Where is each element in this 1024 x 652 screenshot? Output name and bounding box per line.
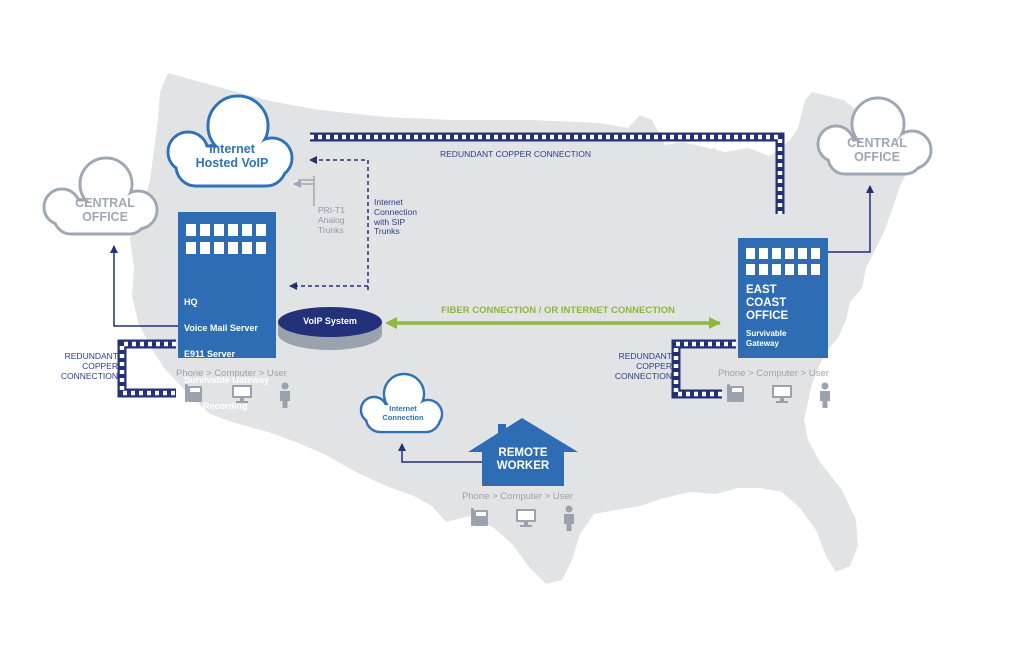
sip-trunk-arrow-top	[309, 156, 369, 290]
internet-hosted-voip-label: Internet Hosted VoIP	[195, 142, 269, 171]
sip-trunks-label: Internet Connection with SIP Trunks	[374, 197, 418, 237]
cloud-central-office-left	[42, 156, 159, 236]
us-map	[130, 73, 912, 584]
hq-e911-server: E911 Server	[184, 349, 236, 360]
voip-system-disk	[278, 307, 382, 350]
hq-endpoints-caption: Phone > Computer > User	[176, 368, 287, 379]
cloud-internet-connection	[359, 372, 444, 434]
redundant-copper-left-line	[117, 339, 176, 398]
central-office-right-label: CENTRAL OFFICE	[847, 136, 907, 165]
fiber-connection-arrow	[385, 317, 721, 329]
phone-icon	[471, 508, 488, 526]
phone-icon	[185, 384, 202, 402]
hq-to-central-office-arrow	[110, 245, 178, 327]
fiber-connection-label: FIBER CONNECTION / OR INTERNET CONNECTIO…	[441, 305, 675, 316]
east-coast-office-subtitle: Survivable Gateway	[746, 329, 787, 349]
redundant-copper-left-label: REDUNDANT COPPER CONNECTION	[60, 351, 118, 381]
hq-voice-mail-server: Voice Mail Server	[184, 323, 258, 334]
internet-connection-label: Internet Connection	[382, 404, 424, 422]
central-office-left-label: CENTRAL OFFICE	[75, 196, 135, 225]
redundant-copper-right-line	[671, 339, 736, 399]
east-to-central-office-arrow	[828, 185, 874, 253]
cloud-internet-hosted-voip	[166, 94, 294, 188]
hq-title: HQ	[184, 297, 198, 308]
voip-system-label: VoIP System	[303, 316, 357, 326]
user-icon	[564, 505, 574, 531]
remote-endpoint-icons	[471, 505, 574, 531]
east-endpoint-icons	[727, 382, 830, 408]
hq-survivable-gateway: Survivable Gateway	[184, 375, 270, 386]
hq-call-recording: Call Recording	[184, 401, 248, 412]
pri-t1-label: PRI-T1 Analog Trunks	[318, 205, 345, 235]
computer-icon	[232, 385, 252, 403]
remote-to-internet-arrow	[398, 443, 482, 463]
computer-icon	[772, 385, 792, 403]
east-coast-office-title: EAST COAST OFFICE	[746, 284, 789, 322]
hq-endpoint-icons	[185, 382, 290, 408]
redundant-copper-top-label: REDUNDANT COPPER CONNECTION	[440, 149, 591, 159]
remote-worker-label: REMOTE WORKER	[496, 447, 550, 473]
remote-worker-house	[468, 418, 578, 486]
hq-details: HQ Voice Mail Server E911 Server Surviva…	[184, 283, 276, 427]
cloud-central-office-right	[816, 96, 933, 176]
user-icon	[280, 382, 290, 408]
remote-endpoints-caption: Phone > Computer > User	[462, 491, 573, 502]
user-icon	[820, 382, 830, 408]
hq-building	[178, 212, 276, 358]
phone-icon	[727, 384, 744, 402]
east-endpoints-caption: Phone > Computer > User	[718, 368, 829, 379]
redundant-copper-top-line	[310, 132, 785, 214]
redundant-copper-right-label: REDUNDANT COPPER CONNECTION	[614, 351, 672, 381]
computer-icon	[516, 509, 536, 527]
east-coast-office-building	[738, 238, 828, 358]
